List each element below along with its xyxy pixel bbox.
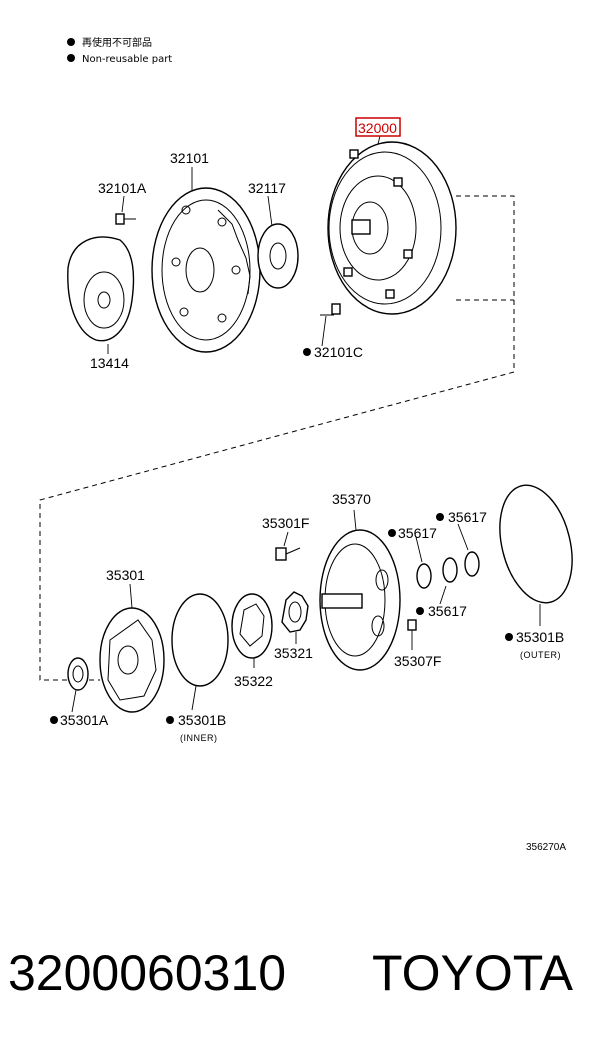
cover-13414[interactable]	[67, 236, 135, 354]
part-number-35617-b: 35617	[428, 603, 467, 619]
label-32101A[interactable]: 32101A	[98, 180, 147, 196]
label-35370[interactable]: 35370	[332, 491, 371, 507]
non-reusable-dot-icon	[416, 607, 424, 615]
spacer-32117[interactable]	[257, 195, 299, 289]
legend-jp: 再使用不可部品	[82, 36, 152, 49]
label-32117[interactable]: 32117	[248, 180, 286, 196]
non-reusable-dot-icon	[303, 348, 311, 356]
drive-plate-32101[interactable]	[151, 167, 261, 353]
ring-35617-b[interactable]	[439, 557, 458, 605]
label-35301B-outer[interactable]: 35301B (OUTER)	[505, 629, 564, 660]
label-35301A[interactable]: 35301A	[50, 712, 109, 728]
label-32000[interactable]: 32000	[355, 117, 401, 137]
part-number-35301B-outer: 35301B	[516, 629, 564, 645]
bolt-35301F[interactable]	[275, 531, 301, 561]
label-35301[interactable]: 35301	[106, 567, 145, 583]
non-reusable-dot-icon	[67, 38, 75, 46]
bolt-32101C[interactable]	[320, 303, 341, 347]
label-35617-b[interactable]: 35617	[416, 603, 467, 619]
part-number-35617-c: 35617	[448, 509, 487, 525]
oil-seal-35301A[interactable]	[67, 657, 89, 713]
non-reusable-dot-icon	[50, 716, 58, 724]
driven-gear-35322[interactable]	[231, 593, 273, 668]
label-35322[interactable]: 35322	[234, 673, 273, 689]
inner-note: (INNER)	[180, 733, 218, 743]
drive-gear-35321[interactable]	[281, 591, 309, 644]
ring-35617-a[interactable]	[415, 536, 432, 589]
footer-part-number: 3200060310	[8, 945, 286, 1001]
part-number-32101C: 32101C	[314, 344, 363, 360]
label-13414[interactable]: 13414	[90, 355, 129, 371]
oil-pump-body-35370[interactable]	[319, 509, 401, 671]
legend: 再使用不可部品 Non-reusable part	[67, 36, 172, 65]
o-ring-35301B-outer[interactable]	[488, 478, 583, 626]
non-reusable-dot-icon	[436, 513, 444, 521]
pump-cover-35301[interactable]	[99, 583, 165, 713]
ring-35617-c[interactable]	[457, 523, 480, 577]
footer-brand: TOYOTA	[372, 945, 574, 1001]
label-35617-c[interactable]: 35617	[436, 509, 487, 525]
label-35617-a[interactable]: 35617	[388, 525, 437, 541]
bolt-32101A[interactable]	[115, 195, 136, 225]
label-35307F[interactable]: 35307F	[394, 653, 441, 669]
part-number-32000: 32000	[358, 120, 397, 136]
non-reusable-dot-icon	[505, 633, 513, 641]
o-ring-35301B-inner[interactable]	[171, 593, 229, 711]
label-32101[interactable]: 32101	[170, 150, 209, 166]
non-reusable-dot-icon	[388, 529, 396, 537]
outer-note: (OUTER)	[520, 650, 561, 660]
label-35301B-inner[interactable]: 35301B (INNER)	[166, 712, 226, 743]
label-32101C[interactable]: 32101C	[303, 344, 363, 360]
label-35301F[interactable]: 35301F	[262, 515, 309, 531]
bolt-35307F[interactable]	[407, 619, 417, 650]
part-number-35301A: 35301A	[60, 712, 109, 728]
non-reusable-dot-icon	[67, 54, 75, 62]
legend-en: Non-reusable part	[82, 54, 172, 65]
diagram-reference: 356270A	[526, 842, 566, 853]
torque-converter-32000[interactable]	[327, 135, 457, 315]
assembly-boundary	[39, 195, 515, 681]
non-reusable-dot-icon	[166, 716, 174, 724]
highlight-box	[355, 117, 401, 137]
part-number-35301B-inner: 35301B	[178, 712, 226, 728]
label-35321[interactable]: 35321	[274, 645, 313, 661]
part-number-35617-a: 35617	[398, 525, 437, 541]
